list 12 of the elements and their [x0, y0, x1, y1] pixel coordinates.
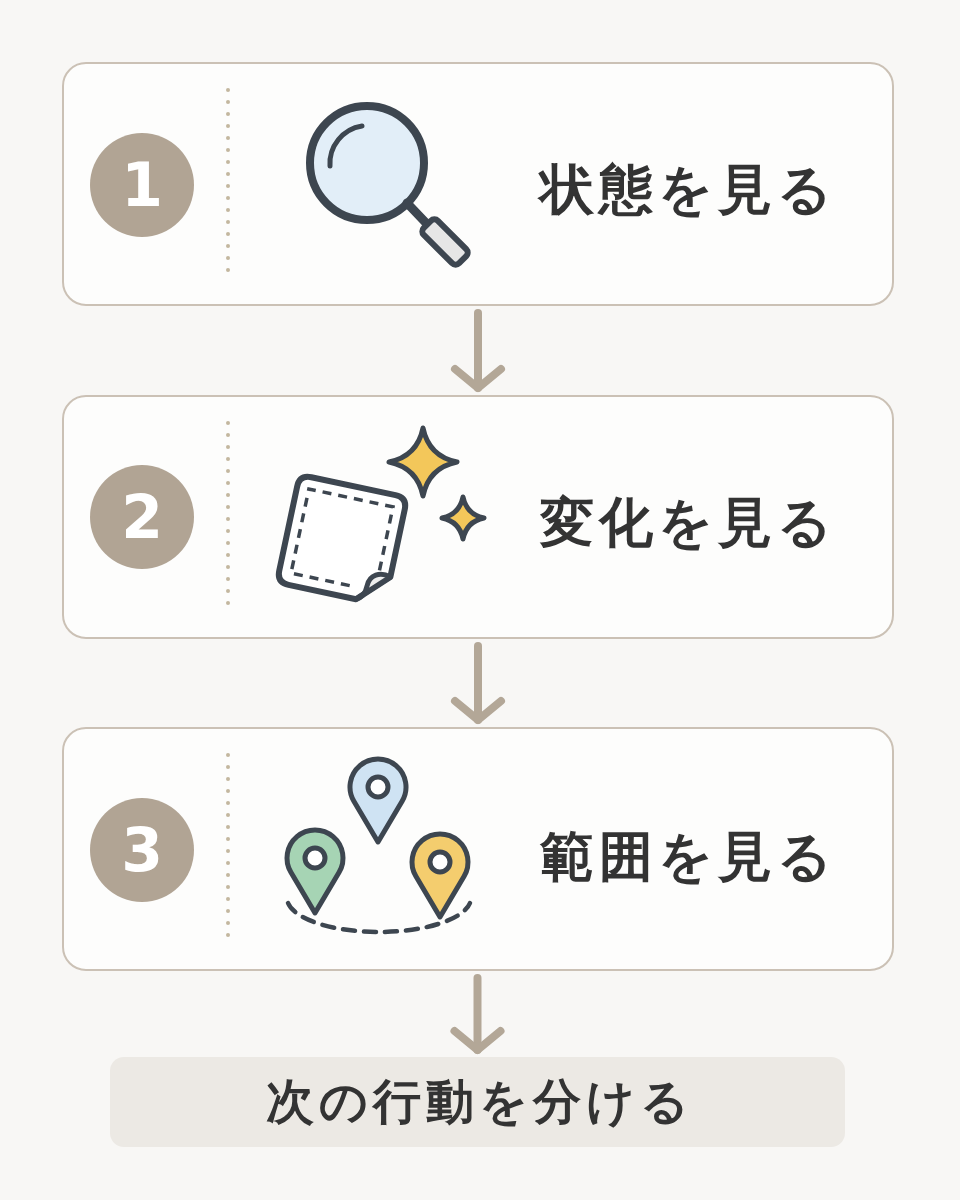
result-banner: 次の行動を分ける — [110, 1057, 845, 1147]
step-label: 変化を見る — [540, 496, 837, 550]
arrow — [451, 309, 505, 392]
number-circle: 2 — [90, 465, 194, 569]
step-label: 範囲を見る — [540, 830, 837, 884]
number-circle: 3 — [90, 798, 194, 902]
arrow — [450, 974, 505, 1054]
step-card — [62, 395, 894, 639]
number-circle: 1 — [90, 133, 194, 237]
step-card — [62, 727, 894, 971]
step-card — [62, 62, 894, 306]
arrow — [451, 642, 505, 724]
